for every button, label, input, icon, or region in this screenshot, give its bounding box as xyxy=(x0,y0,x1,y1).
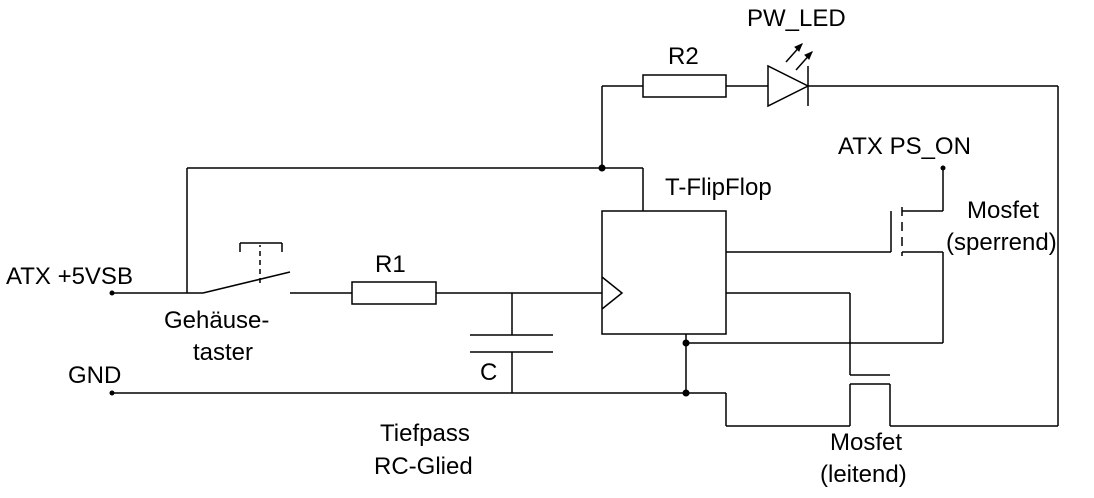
label-led: PW_LED xyxy=(747,5,846,32)
junction-dot xyxy=(682,339,690,347)
terminal-5vsb xyxy=(109,290,115,296)
label-switch-line1: Gehäuse- xyxy=(164,307,269,334)
wires xyxy=(112,85,1059,427)
mosfet-leitend xyxy=(849,374,891,426)
label-c: C xyxy=(480,359,497,386)
label-mosfet-bottom-line1: Mosfet xyxy=(830,429,902,456)
label-r1: R1 xyxy=(375,251,406,278)
label-mosfet-bottom-line2: (leitend) xyxy=(820,461,907,488)
label-atx-5vsb: ATX +5VSB xyxy=(6,263,133,290)
label-mosfet-top-line2: (sperrend) xyxy=(946,229,1057,256)
resistor-r1 xyxy=(351,281,437,305)
led xyxy=(767,43,813,108)
terminal-gnd xyxy=(109,390,115,396)
t-flipflop xyxy=(601,210,727,335)
capacitor-c xyxy=(470,334,553,353)
label-gnd: GND xyxy=(68,362,121,389)
label-flipflop: T-FlipFlop xyxy=(665,174,772,201)
label-ps-on: ATX PS_ON xyxy=(838,133,971,160)
label-mosfet-top-line1: Mosfet xyxy=(967,197,1039,224)
mosfet-sperrend xyxy=(890,207,903,256)
label-r2: R2 xyxy=(668,43,699,70)
label-lowpass-line1: Tiefpass xyxy=(380,420,470,447)
label-lowpass-line2: RC-Glied xyxy=(374,453,473,480)
push-button-switch xyxy=(202,242,291,294)
junction-dot xyxy=(598,164,606,172)
junction-dot xyxy=(682,389,690,397)
resistor-r2 xyxy=(642,74,727,98)
labels: ATX +5VSB GND Gehäuse- taster R1 C Tiefp… xyxy=(6,5,1057,488)
label-switch-line2: taster xyxy=(193,339,253,366)
junctions xyxy=(598,164,690,397)
terminal-ps-on xyxy=(940,165,946,171)
